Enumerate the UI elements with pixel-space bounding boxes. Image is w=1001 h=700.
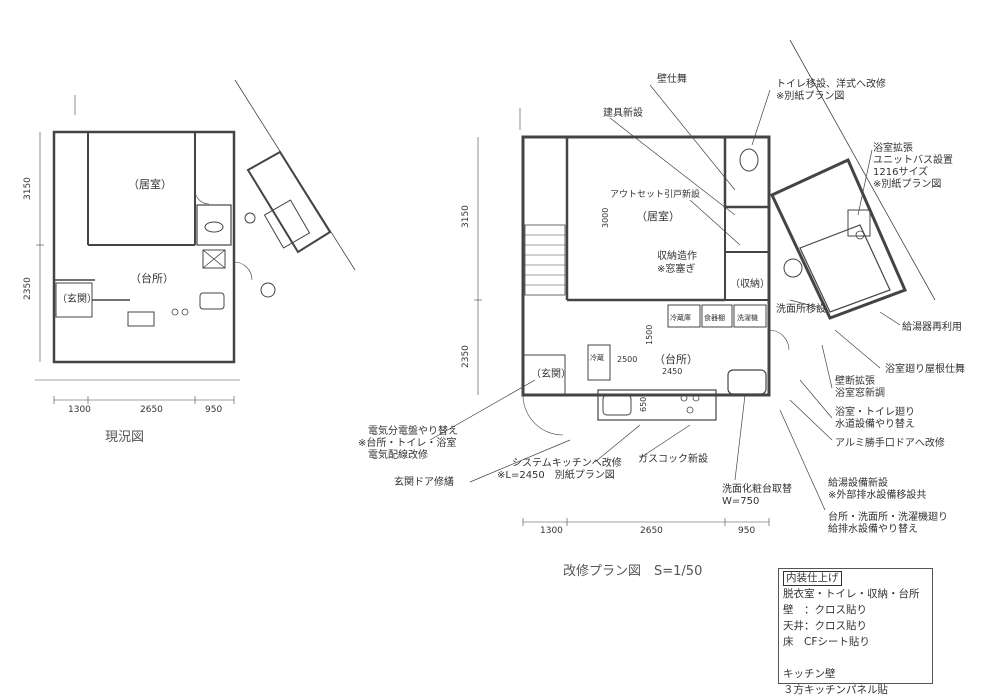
plan-dim-2450: 2450	[662, 367, 682, 376]
note-gas-cock: ガスコック新設	[638, 452, 708, 465]
plan-kitchen-label: （台所）	[654, 352, 698, 366]
note-bath-2: ユニットバス設置	[873, 153, 953, 166]
note-bath-3: 1216サイズ	[873, 165, 928, 178]
existing-outer-wall	[52, 130, 236, 364]
plan-dim-3000: 3000	[601, 208, 610, 228]
plan-storage-label: （収納）	[730, 277, 770, 290]
note-water-pipes-2: 水道設備やり替え	[835, 417, 915, 430]
annotations: 壁仕舞 トイレ移設、洋式へ改修 ※別紙プラン図 建具新設 アウトセット引戸新設 …	[358, 72, 965, 535]
note-bath-4: ※別紙プラン図	[873, 177, 941, 190]
existing-dim-1300: 1300	[68, 405, 91, 415]
existing-plan	[35, 79, 356, 404]
note-electrical-2: ※台所・トイレ・浴室	[358, 436, 456, 449]
plan-fridge-label: 冷蔵庫	[670, 313, 691, 322]
note-vanity-2: W=750	[722, 496, 759, 507]
note-entrance-door: 玄関ドア修繕	[394, 475, 454, 488]
note-electrical-1: 電気分電盤やり替え	[368, 424, 458, 437]
note-hot-water-1: 給湯設備新設	[828, 476, 888, 489]
legend-line-ceiling: 天井：クロス貼り	[783, 620, 867, 632]
plan-small-fridge-label: 冷蔵	[590, 353, 604, 362]
plan-entrance-label: （玄関）	[531, 367, 571, 380]
plan-washer-label: 洗濯機	[737, 313, 758, 322]
legend-title: 内装仕上げ	[783, 571, 842, 586]
legend-line-floor: 床 CFシート貼り	[783, 636, 870, 648]
note-aluminum-door: アルミ勝手口ドアへ改修	[835, 436, 945, 449]
plan-dim-2500: 2500	[617, 355, 637, 364]
note-electrical-3: 電気配線改修	[368, 448, 428, 461]
plan-dim-3150: 3150	[461, 205, 471, 228]
note-washroom-move: 洗面所移設	[776, 302, 826, 315]
existing-plan-caption: 現況図	[105, 430, 144, 445]
note-toilet-1: トイレ移設、洋式へ改修	[776, 77, 886, 90]
legend-line-wall: 壁 ：クロス貼り	[783, 604, 867, 616]
note-system-kitchen-1: システムキッチンへ改修	[512, 456, 622, 469]
note-bath-roof: 浴室廻り屋根仕舞	[885, 362, 965, 375]
note-system-kitchen-2: ※L=2450 別紙プラン図	[497, 468, 615, 481]
plan-dim-950: 950	[738, 526, 755, 536]
plan-dim-1500: 1500	[645, 325, 654, 345]
plan-dim-1300: 1300	[540, 526, 563, 536]
note-fittings: 建具新設	[603, 106, 643, 119]
renovation-plan	[429, 39, 936, 526]
legend-line-rooms: 脱衣室・トイレ・収納・台所	[783, 588, 920, 600]
note-bath-1: 浴室拡張	[873, 141, 913, 154]
existing-dim-2350: 2350	[23, 277, 33, 300]
note-hot-water-2: ※外部排水設備移設共	[828, 488, 926, 501]
note-storage-2: ※窓塞ぎ	[657, 262, 695, 275]
note-wall-expand-2: 浴室窓新調	[835, 386, 885, 399]
legend-line-kitchen-panel: ３方キッチンパネル貼	[783, 684, 888, 696]
plan-cupboard-label: 食器棚	[704, 313, 725, 322]
existing-living-label: （居室）	[128, 177, 172, 191]
note-storage-1: 収納造作	[657, 249, 697, 262]
note-drain-2: 給排水設備やり替え	[828, 522, 918, 535]
existing-dim-2650: 2650	[140, 405, 163, 415]
note-wall-finish: 壁仕舞	[657, 72, 687, 85]
plan-dim-650: 650	[639, 397, 648, 412]
plan-outer-wall	[521, 135, 771, 397]
note-drain-1: 台所・洗面所・洗濯機廻り	[828, 510, 948, 523]
note-wall-expand-1: 壁断拡張	[835, 374, 875, 387]
plan-caption: 改修プラン図 S=1/50	[563, 564, 702, 579]
legend-line-kitchen-wall: キッチン壁	[783, 668, 836, 680]
interior-finish-legend: 内装仕上げ 脱衣室・トイレ・収納・台所 壁 ：クロス貼り 天井：クロス貼り 床 …	[778, 568, 933, 696]
existing-entrance-label: （玄関）	[57, 292, 97, 305]
plan-dim-2650: 2650	[640, 526, 663, 536]
note-water-pipes-1: 浴室・トイレ廻り	[835, 405, 915, 418]
existing-dim-3150: 3150	[23, 177, 33, 200]
note-toilet-2: ※別紙プラン図	[776, 89, 844, 102]
note-vanity-1: 洗面化粧台取替	[722, 482, 792, 495]
note-outset-door: アウトセット引戸新設	[610, 188, 700, 200]
legend-line-blank	[783, 650, 928, 666]
note-water-heater: 給湯器再利用	[902, 320, 962, 333]
plan-living-label: （居室）	[636, 209, 680, 223]
existing-kitchen-label: （台所）	[130, 271, 174, 285]
existing-dim-950: 950	[205, 405, 222, 415]
plan-dim-2350: 2350	[461, 345, 471, 368]
